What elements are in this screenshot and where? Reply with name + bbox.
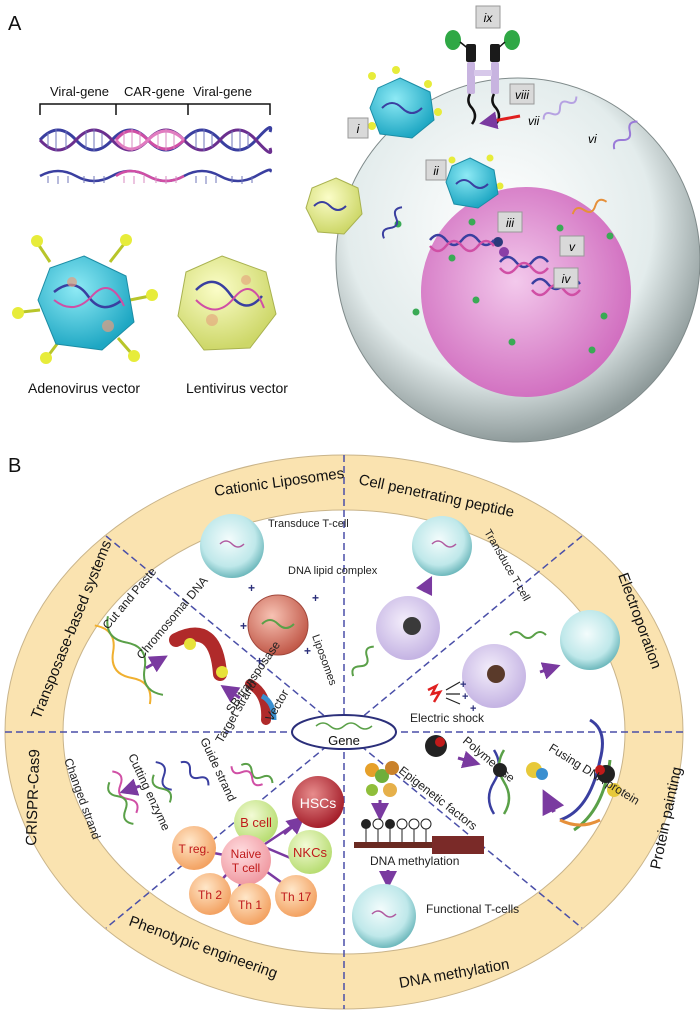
cell-th17 [275,875,317,917]
naive-label-2: T cell [232,861,260,875]
cell-b [234,800,278,844]
step-labels: ix viii vii vi i ii iii v iv [347,5,597,289]
step-iii: iii [506,216,514,230]
step-i: i [357,122,360,136]
step-viii: viii [515,88,529,102]
adenovirus-caption: Adenovirus vector [28,380,140,396]
svg-text:+: + [312,591,319,605]
dna-methylation-illustration [352,761,484,948]
adenovirus-small-ii [445,154,504,209]
step-v: v [569,240,576,254]
adenovirus-particle [12,234,158,364]
b-cell-label: B cell [240,815,272,830]
gene-center [291,714,397,750]
panel-a-letter: A [8,13,22,35]
car-receptor [445,30,520,125]
svg-text:+: + [240,619,247,633]
red-arrow [479,111,521,130]
dna-methylation-label: DNA methylation [370,854,459,868]
viral-gene-label-left: Viral-gene [50,84,109,99]
step-vi: vi [588,132,597,146]
sector-crispr-cas9: CRISPR-Cas9 [23,749,43,846]
th2-label: Th 2 [198,888,222,902]
lentivirus-particle [177,255,277,351]
electric-shock-label: Electric shock [410,711,485,725]
dna-lipid-complex-label: DNA lipid complex [288,565,378,577]
step-ix: ix [484,11,494,25]
step-iv: iv [562,272,572,286]
svg-text:+: + [304,644,311,658]
adenovirus-small-i [368,66,442,139]
nucleus [421,187,631,397]
step-vii: vii [528,114,540,128]
svg-text:+: + [460,679,466,691]
svg-text:+: + [470,703,476,715]
cell-th2 [189,873,231,915]
nkcs-label: NKCs [293,845,327,860]
cell-treg [172,826,216,870]
svg-text:+: + [248,581,255,595]
naive-label-1: Naive [231,847,262,861]
liposome-transduce-label: Transduce T-cell [268,518,349,530]
gene-bracket [39,103,271,115]
treg-label: T reg. [178,842,209,856]
viral-gene-label-right: Viral-gene [193,84,252,99]
th1-label: Th 1 [238,898,262,912]
cell-nkcs [288,830,332,874]
double-helix-dna [38,126,273,154]
single-strand-dna [39,168,272,184]
liposome-illustration: + + + + + [200,514,319,668]
protein-painting-illustration [425,718,621,832]
electroporation-illustration: + + + [427,610,620,715]
cpp-illustration [351,516,472,677]
svg-text:+: + [462,691,468,703]
lentivirus-caption: Lentivirus vector [186,380,288,396]
cell-hscs [292,776,344,828]
step-ii: ii [433,164,439,178]
lentivirus-small [305,177,363,235]
cell-th1 [229,883,271,925]
gene-center-label: Gene [328,733,360,748]
svg-text:+: + [256,654,263,668]
hscs-label: HSCs [300,795,337,811]
functional-t-cells-label: Functional T-cells [426,902,519,916]
th17-label: Th 17 [281,890,312,904]
crispr-illustration [107,760,274,825]
cell-naive [221,835,271,885]
car-gene-label: CAR-gene [124,84,185,99]
panel-b-letter: B [8,455,21,477]
transposase-illustration [94,616,277,725]
